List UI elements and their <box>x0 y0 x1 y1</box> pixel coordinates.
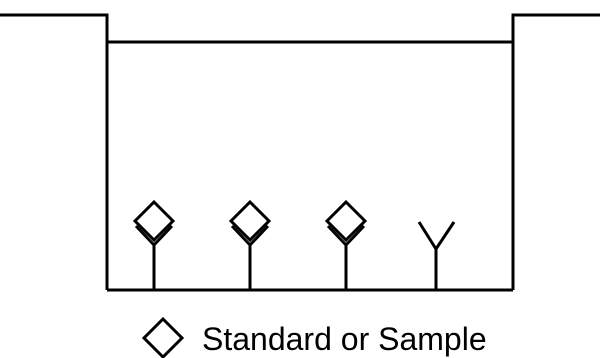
antibody-arms <box>326 224 366 248</box>
antigen-diamond-icon <box>228 199 272 243</box>
antibody-arms <box>134 224 174 248</box>
legend-label: Standard or Sample <box>202 321 487 357</box>
antibody-unbound <box>417 221 456 290</box>
legend: Standard or Sample <box>141 316 487 358</box>
antigen-diamond-icon <box>324 199 368 243</box>
antibody-with-antigen-3 <box>324 199 368 290</box>
antibody-arms <box>230 224 270 248</box>
antigen-diamond-icon <box>132 199 176 243</box>
plate-surface-right <box>511 13 600 290</box>
well-outline <box>0 13 600 292</box>
antibody-with-antigen-1 <box>132 199 176 290</box>
plate-surface-left <box>0 13 109 290</box>
antibody-with-antigen-2 <box>228 199 272 290</box>
antibody-arms <box>417 221 456 252</box>
diamond-icon <box>141 316 185 358</box>
